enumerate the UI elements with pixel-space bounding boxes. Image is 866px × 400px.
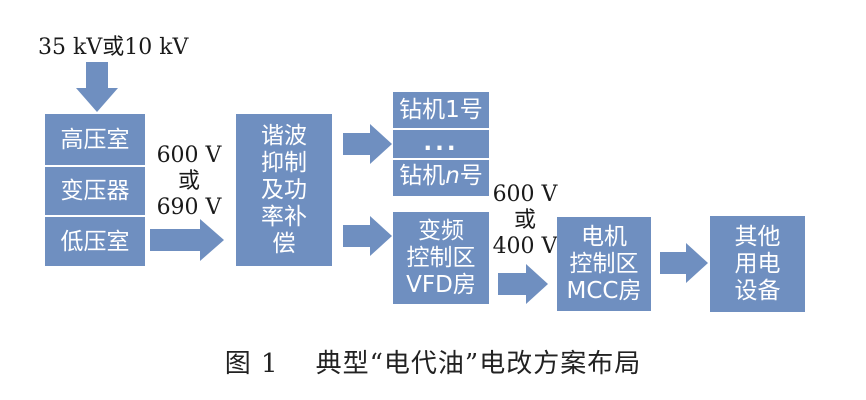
harmonic-compensation-box: 谐波 抑制 及功 率补 偿 bbox=[236, 114, 332, 266]
vfd-line: 变频 bbox=[418, 217, 464, 244]
vfd-line: VFD房 bbox=[406, 271, 476, 298]
divider bbox=[45, 215, 145, 217]
input-voltage-label: 35 kV或10 kV bbox=[38, 35, 189, 60]
divider bbox=[393, 128, 489, 130]
drill-rig-1: 钻机1号 bbox=[399, 97, 483, 123]
high-voltage-room: 高压室 bbox=[60, 127, 130, 153]
voltage-1-line3: 690 V bbox=[156, 195, 222, 220]
harmonic-line: 谐波 bbox=[261, 122, 307, 149]
drill-rig-n-suffix: 号 bbox=[459, 163, 483, 189]
drill-rigs-box: 钻机1号 ... 钻机n号 bbox=[393, 92, 489, 196]
arrow-harmonic-to-vfd bbox=[343, 216, 392, 256]
arrow-harmonic-to-drills bbox=[343, 124, 392, 164]
voltage-2-line1: 600 V bbox=[492, 182, 558, 207]
voltage-1-line1: 600 V bbox=[156, 143, 222, 168]
other-equipment-box: 其他 用电 设备 bbox=[710, 216, 805, 312]
drill-ellipsis: ... bbox=[423, 130, 459, 156]
harmonic-line: 率补 bbox=[261, 203, 307, 230]
drill-rig-n-prefix: 钻机 bbox=[399, 163, 446, 189]
harmonic-line: 抑制 bbox=[261, 149, 307, 176]
transformer: 变压器 bbox=[60, 178, 130, 204]
harmonic-line: 偿 bbox=[272, 230, 296, 257]
harmonic-line: 及功 bbox=[261, 176, 307, 203]
arrow-down-input bbox=[76, 62, 118, 112]
drill-rig-n: 钻机n号 bbox=[393, 163, 489, 190]
substation-block: 高压室 变压器 低压室 bbox=[45, 114, 145, 266]
divider bbox=[393, 158, 489, 160]
arrow-mcc-to-other bbox=[660, 243, 708, 283]
voltage-2-line2: 或 bbox=[513, 208, 536, 233]
mcc-line: MCC房 bbox=[566, 277, 642, 304]
vfd-line: 控制区 bbox=[406, 244, 476, 271]
arrow-substation-to-harmonic bbox=[150, 219, 224, 261]
mcc-line: 控制区 bbox=[569, 250, 639, 277]
voltage-1-line2: 或 bbox=[177, 169, 200, 194]
other-line: 用电 bbox=[734, 250, 781, 277]
voltage-label-2: 600 V 或 400 V bbox=[490, 182, 560, 260]
voltage-2-line3: 400 V bbox=[492, 234, 558, 259]
low-voltage-room: 低压室 bbox=[60, 229, 130, 255]
divider bbox=[45, 165, 145, 167]
mcc-line: 电机 bbox=[581, 223, 627, 250]
figure-caption: 图 1 典型“电代油”电改方案布局 bbox=[224, 349, 642, 379]
drill-rig-n-variable: n bbox=[445, 163, 460, 189]
arrow-vfd-to-mcc bbox=[498, 264, 548, 304]
other-line: 其他 bbox=[734, 223, 781, 250]
mcc-control-box: 电机 控制区 MCC房 bbox=[557, 217, 651, 311]
voltage-label-1: 600 V 或 690 V bbox=[150, 143, 228, 221]
other-line: 设备 bbox=[734, 277, 781, 304]
vfd-control-box: 变频 控制区 VFD房 bbox=[393, 212, 489, 304]
